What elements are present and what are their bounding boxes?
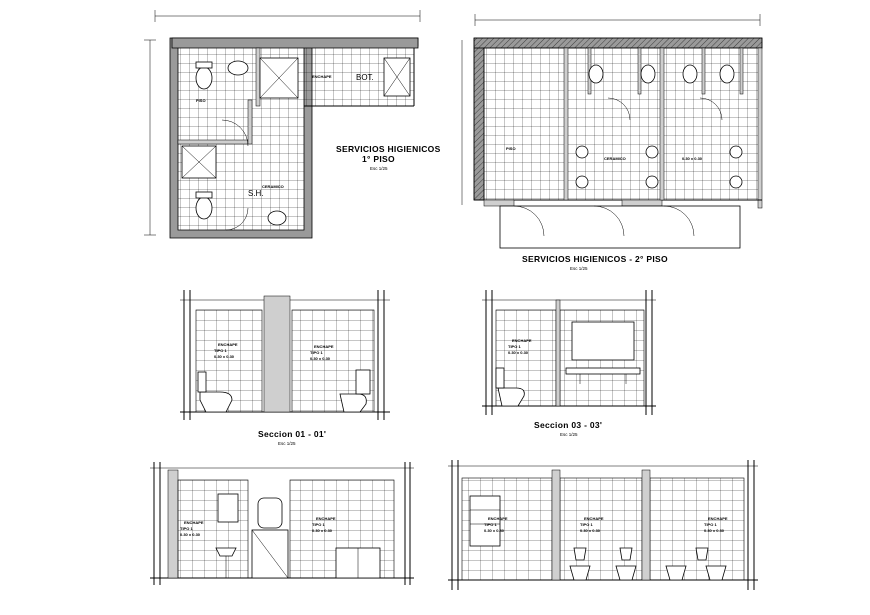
wall-note: 0.30 x 0.30 [484, 528, 505, 533]
section-01-scale: Esc 1/25 [278, 441, 296, 446]
wall-note: ENCHAPE [184, 520, 204, 525]
wall-note: TIPO 1 [214, 348, 227, 353]
wall-note: TIPO 1 [704, 522, 717, 527]
wall-note: TIPO 1 [580, 522, 593, 527]
wall-note: ENCHAPE [316, 516, 336, 521]
wall-note: 0.30 x 0.30 [508, 350, 529, 355]
wall-note: 0.30 x 0.30 [704, 528, 725, 533]
wall-note: 0.30 x 0.30 [180, 532, 201, 537]
section-03-title: Seccion 03 - 03' [534, 420, 602, 430]
section-01-elevation: ENCHAPE TIPO 1 0.30 x 0.30 ENCHAPE TIPO … [180, 290, 390, 446]
wall-note: TIPO 1 [310, 350, 323, 355]
plan-1-subtitle: 1° PISO [362, 154, 395, 164]
wall-note: ENCHAPE [584, 516, 604, 521]
plan-2-scale: Esc 1/25 [570, 266, 588, 271]
floor-note: PISO [506, 146, 516, 151]
wall-note: TIPO 1 [180, 526, 193, 531]
plan-2-floor: PISO CERAMICO 0.30 x 0.30 SERVICIOS HIGI… [461, 14, 763, 271]
plan-1-title: SERVICIOS HIGIENICOS [336, 144, 441, 154]
plan-1-scale: Esc 1/25 [370, 166, 388, 171]
wall-note: ENCHAPE [314, 344, 334, 349]
wall-note: TIPO 1 [312, 522, 325, 527]
wall-note: 0.30 x 0.30 [214, 354, 235, 359]
section-bottom-left-elevation: ENCHAPE TIPO 1 0.30 x 0.30 ENCHAPE TIPO … [150, 462, 414, 585]
floor-note: PISO [196, 98, 206, 103]
wall-note: TIPO 1 [484, 522, 497, 527]
section-03-scale: Esc 1/25 [560, 432, 578, 437]
bot-label: BOT. [356, 73, 374, 82]
wall-note: 0.30 x 0.30 [312, 528, 333, 533]
plan-1-floor: BOT. S.H. PISO CERAMICO ENCHAPE SERVICIO… [144, 10, 441, 239]
section-bottom-right-elevation: ENCHAPE TIPO 1 0.30 x 0.30 ENCHAPE TIPO … [448, 460, 758, 590]
wall-note: ENCHAPE [312, 74, 332, 79]
wall-note: 0.30 x 0.30 [310, 356, 331, 361]
plan-2-title: SERVICIOS HIGIENICOS - 2° PISO [522, 254, 668, 264]
floor-note: 0.30 x 0.30 [682, 156, 703, 161]
wall-note: ENCHAPE [708, 516, 728, 521]
floor-note: CERAMICO [604, 156, 626, 161]
wall-note: ENCHAPE [218, 342, 238, 347]
wall-note: ENCHAPE [512, 338, 532, 343]
floor-note: CERAMICO [262, 184, 284, 189]
section-03-elevation: ENCHAPE TIPO 1 0.30 x 0.30 Seccion 03 - … [482, 290, 656, 437]
section-01-title: Seccion 01 - 01' [258, 429, 326, 439]
wall-note: TIPO 1 [508, 344, 521, 349]
sh-label: S.H. [248, 189, 264, 198]
wall-note: ENCHAPE [488, 516, 508, 521]
wall-note: 0.30 x 0.30 [580, 528, 601, 533]
